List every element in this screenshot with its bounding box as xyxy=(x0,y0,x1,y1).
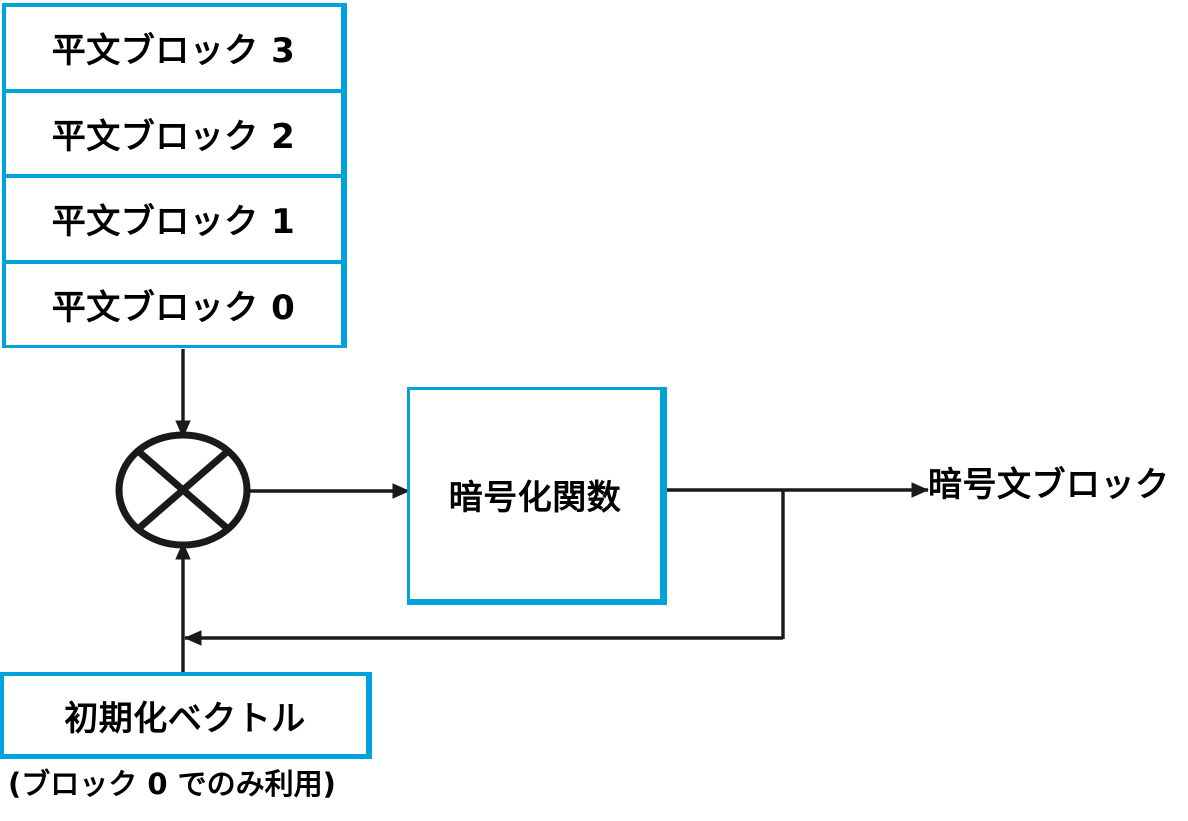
plaintext-block-label: 平文ブロック 3 xyxy=(51,31,296,72)
plaintext-block-label: 平文ブロック 0 xyxy=(51,287,296,328)
initialization-vector-box: 初期化ベクトル xyxy=(0,672,372,759)
plaintext-block-row: 平文ブロック 3 xyxy=(6,7,341,93)
plaintext-block-row: 平文ブロック 2 xyxy=(6,93,341,178)
plaintext-block-row: 平文ブロック 1 xyxy=(6,178,341,264)
plaintext-block-label: 平文ブロック 2 xyxy=(51,116,296,157)
cipher-function-box: 暗号化関数 xyxy=(407,387,667,605)
cipher-function-label: 暗号化関数 xyxy=(448,478,622,518)
xor-operator xyxy=(115,431,251,549)
plaintext-block-stack: 平文ブロック 3 平文ブロック 2 平文ブロック 1 平文ブロック 0 xyxy=(2,3,347,348)
xor-cross-stroke-b xyxy=(135,448,231,532)
plaintext-block-label: 平文ブロック 1 xyxy=(51,202,296,243)
initialization-vector-label: 初期化ベクトル xyxy=(64,698,306,739)
ciphertext-output-label: 暗号文ブロック xyxy=(928,465,1170,505)
initialization-vector-caption: (ブロック 0 でのみ利用) xyxy=(8,767,336,801)
plaintext-block-row: 平文ブロック 0 xyxy=(6,264,341,346)
